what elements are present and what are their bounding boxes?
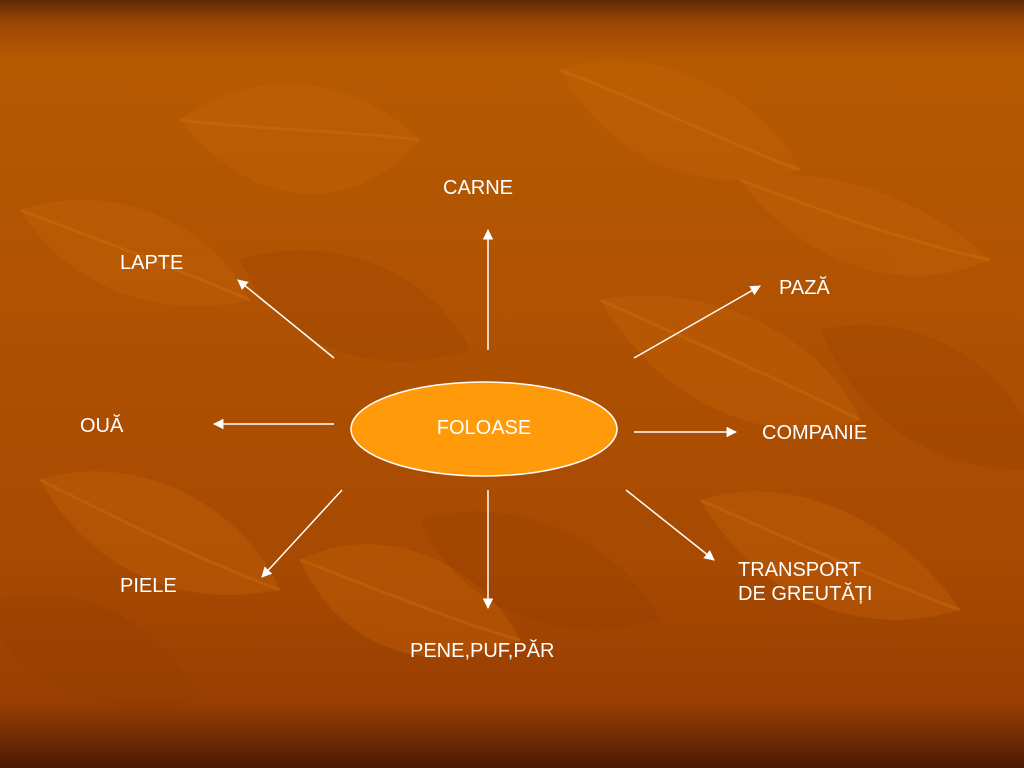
arrow-to-lapte	[237, 279, 335, 359]
arrow-to-paza	[633, 285, 761, 359]
center-ellipse	[350, 381, 618, 477]
node-pene: PENE,PUF,PĂR	[410, 640, 555, 662]
arrow-to-transport	[625, 489, 715, 561]
node-piele: PIELE	[120, 575, 177, 597]
node-transport: TRANSPORT DE GREUTĂȚI	[738, 559, 873, 605]
node-carne: CARNE	[443, 177, 514, 199]
arrow-to-piele	[261, 489, 343, 578]
node-oua: OUĂ	[80, 415, 124, 437]
node-lapte: LAPTE	[120, 252, 184, 274]
center-label: FOLOASE	[436, 417, 532, 439]
node-companie: COMPANIE	[762, 422, 868, 444]
node-paza: PAZĂ	[779, 277, 830, 299]
